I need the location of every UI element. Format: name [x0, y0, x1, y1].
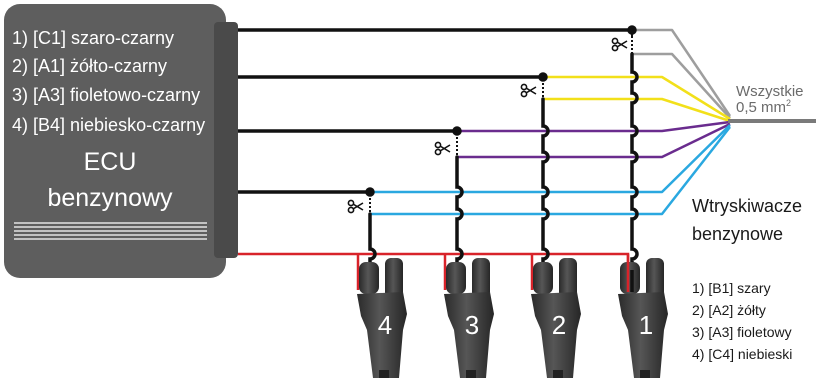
ecu-wire-item-1: 1) [C1] szaro-czarny — [12, 28, 174, 48]
bundle-label-line1: Wszystkie — [736, 83, 804, 100]
injector-number-2: 2 — [552, 310, 566, 340]
injector-2: 2 — [531, 258, 581, 378]
grey-wire-bottom — [632, 52, 731, 119]
injector-number-3: 3 — [465, 310, 479, 340]
ecu-wire-item-3: 3) [A3] fioletowo-czarny — [12, 85, 200, 105]
injector-number-4: 4 — [378, 310, 392, 340]
ecu-body — [4, 4, 226, 278]
injector-number-1: 1 — [639, 310, 653, 340]
ecu-title-line2: benzynowy — [47, 184, 173, 212]
ecu-vent-lines — [14, 222, 207, 240]
ecu-title-line1: ECU — [84, 148, 137, 176]
blue-wire-bottom — [370, 126, 731, 216]
injector-wire-item-1: 1) [B1] szary — [692, 280, 771, 296]
purple-wire-bottom — [457, 122, 731, 159]
scissors-icon — [434, 141, 451, 156]
black-wires — [238, 28, 632, 194]
yellow-wire-bottom — [543, 97, 731, 123]
bundle-label-superscript: 2 — [786, 98, 791, 108]
ecu-wire-item-2: 2) [A1] żółto-czarny — [12, 56, 167, 76]
bundle-label-line2: 0,5 mm2 — [736, 98, 791, 116]
ecu-connector — [214, 22, 238, 258]
injector-1: 1 — [618, 258, 668, 378]
scissors-icon — [611, 37, 628, 52]
injector-wire-item-4: 4) [C4] niebieski — [692, 346, 792, 362]
injector-wire-item-2: 2) [A2] żółty — [692, 302, 766, 318]
injector-4: 4 — [357, 258, 407, 378]
grey-wire-top — [238, 28, 732, 117]
signal-wires — [365, 25, 639, 292]
blue-wire-top — [238, 124, 731, 194]
scissors-icon — [520, 83, 537, 98]
injector-connection-stubs — [626, 254, 634, 292]
colored-wires — [238, 28, 816, 216]
scissors-icon — [347, 199, 364, 214]
injector-3: 3 — [444, 258, 494, 378]
cut-segments — [369, 32, 633, 214]
injector-wire-item-3: 3) [A3] fioletowy — [692, 324, 792, 340]
ecu-wire-item-4: 4) [B4] niebiesko-czarny — [12, 115, 205, 135]
injectors-title-line2: benzynowe — [692, 224, 783, 244]
injectors-title-line1: Wtryskiwacze — [692, 196, 802, 216]
ecu-unit: 1) [C1] szaro-czarny 2) [A1] żółto-czarn… — [4, 4, 238, 278]
